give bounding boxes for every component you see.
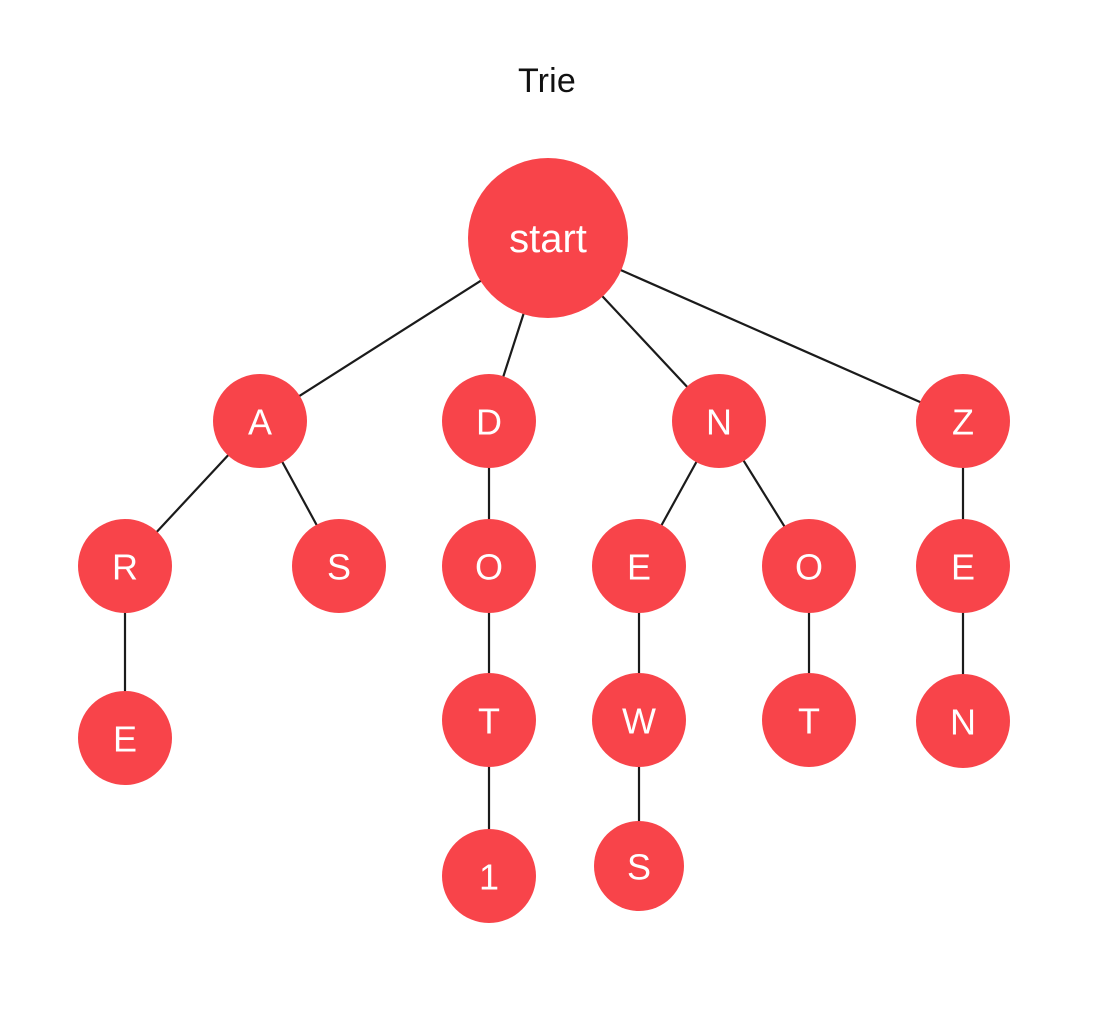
trie-edge-A-to-A_R [155, 454, 230, 533]
trie-node-N_E_W_S[interactable]: S [594, 821, 684, 911]
trie-node-start[interactable]: start [468, 158, 628, 318]
trie-node-D[interactable]: D [442, 374, 536, 468]
trie-node-circle-Z[interactable] [916, 374, 1010, 468]
trie-node-label-A_R_E: E [113, 719, 137, 760]
trie-node-circle-N_E_W[interactable] [592, 673, 686, 767]
trie-node-Z[interactable]: Z [916, 374, 1010, 468]
trie-node-circle-D_O[interactable] [442, 519, 536, 613]
trie-node-D_O_T_1[interactable]: 1 [442, 829, 536, 923]
trie-node-label-D_O_T: T [478, 701, 500, 742]
trie-node-circle-N_O[interactable] [762, 519, 856, 613]
trie-node-label-N_E: E [627, 547, 651, 588]
trie-node-circle-N_E[interactable] [592, 519, 686, 613]
trie-node-circle-A_R[interactable] [78, 519, 172, 613]
trie-node-circle-A_S[interactable] [292, 519, 386, 613]
trie-node-label-Z_E: E [951, 547, 975, 588]
trie-node-A_R[interactable]: R [78, 519, 172, 613]
trie-edge-N-to-N_E [660, 461, 698, 526]
trie-node-circle-Z_E[interactable] [916, 519, 1010, 613]
trie-node-N_E_W[interactable]: W [592, 673, 686, 767]
trie-node-label-D_O: O [475, 547, 503, 588]
trie-node-label-N_E_W_S: S [627, 847, 651, 888]
trie-node-circle-start[interactable] [468, 158, 628, 318]
trie-node-circle-D_O_T_1[interactable] [442, 829, 536, 923]
trie-node-A_S[interactable]: S [292, 519, 386, 613]
trie-node-circle-A_R_E[interactable] [78, 691, 172, 785]
trie-node-N[interactable]: N [672, 374, 766, 468]
trie-edge-N-to-N_O [742, 459, 786, 528]
trie-node-circle-D_O_T[interactable] [442, 673, 536, 767]
trie-node-D_O_T[interactable]: T [442, 673, 536, 767]
trie-node-label-N: N [706, 402, 732, 443]
trie-node-circle-Z_E_N[interactable] [916, 674, 1010, 768]
trie-edge-start-to-Z [620, 269, 922, 404]
trie-edge-start-to-D [502, 313, 525, 378]
trie-node-A_R_E[interactable]: E [78, 691, 172, 785]
trie-node-Z_E_N[interactable]: N [916, 674, 1010, 768]
trie-node-circle-N[interactable] [672, 374, 766, 468]
trie-node-circle-N_O_T[interactable] [762, 673, 856, 767]
trie-node-label-N_O: O [795, 547, 823, 588]
trie-node-A[interactable]: A [213, 374, 307, 468]
trie-edge-start-to-N [601, 295, 689, 388]
trie-node-D_O[interactable]: O [442, 519, 536, 613]
trie-node-label-Z: Z [952, 402, 974, 443]
trie-node-label-A_S: S [327, 547, 351, 588]
page-title: Trie [517, 62, 577, 100]
trie-node-N_E[interactable]: E [592, 519, 686, 613]
trie-node-label-N_O_T: T [798, 701, 820, 742]
trie-node-circle-A[interactable] [213, 374, 307, 468]
trie-node-label-D: D [476, 402, 502, 443]
trie-node-circle-D[interactable] [442, 374, 536, 468]
trie-edge-start-to-A [298, 279, 482, 397]
edge-layer [123, 269, 965, 831]
trie-node-N_O_T[interactable]: T [762, 673, 856, 767]
trie-node-label-Z_E_N: N [950, 702, 976, 743]
trie-edge-A-to-A_S [281, 461, 318, 526]
trie-node-label-start: start [509, 217, 587, 261]
trie-node-label-A_R: R [112, 547, 138, 588]
trie-node-circle-N_E_W_S[interactable] [594, 821, 684, 911]
trie-node-label-D_O_T_1: 1 [479, 857, 499, 898]
trie-node-label-A: A [248, 402, 272, 443]
trie-node-label-N_E_W: W [622, 701, 656, 742]
trie-node-N_O[interactable]: O [762, 519, 856, 613]
trie-node-Z_E[interactable]: E [916, 519, 1010, 613]
